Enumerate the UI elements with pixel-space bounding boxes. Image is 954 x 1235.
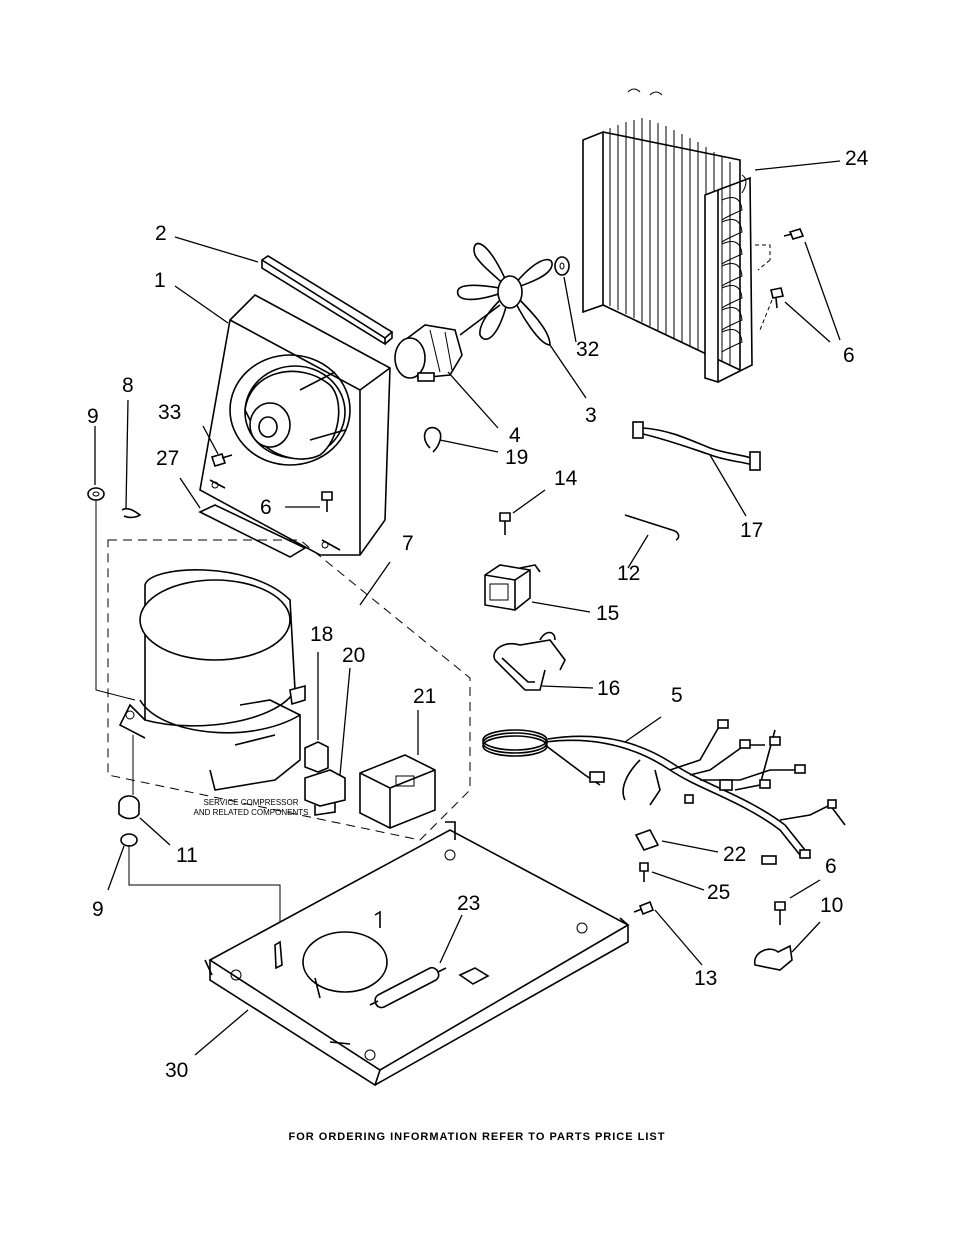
callout-20: 20 — [342, 644, 365, 667]
filter-drier — [369, 966, 447, 1009]
cable-clamp-10 — [753, 944, 793, 971]
callout-33: 33 — [158, 401, 181, 424]
footer-note: FOR ORDERING INFORMATION REFER TO PARTS … — [288, 1131, 666, 1143]
fan-motor — [394, 304, 501, 382]
callout-7: 7 — [402, 532, 414, 555]
callout-32: 32 — [576, 338, 599, 361]
screw-lower-right — [774, 901, 786, 925]
callout-6-condenser: 6 — [843, 344, 855, 367]
callout-6-shroud: 6 — [260, 496, 272, 519]
grommet-lower — [120, 833, 138, 847]
screw-25 — [639, 862, 649, 882]
leader-lines — [94, 160, 841, 1056]
callout-9-lower: 9 — [92, 898, 104, 921]
fan-blade — [456, 242, 553, 346]
wire-clip — [423, 426, 442, 453]
callout-14: 14 — [554, 467, 578, 490]
callout-24: 24 — [845, 147, 869, 170]
callout-15: 15 — [596, 602, 619, 625]
plate-27 — [198, 504, 307, 558]
base-pan — [204, 821, 630, 1087]
tubing-12 — [624, 514, 680, 541]
condenser — [582, 88, 773, 384]
start-relay — [304, 769, 346, 816]
clip-pin-8 — [121, 507, 142, 519]
callout-2: 2 — [155, 222, 167, 245]
callout-17: 17 — [740, 519, 763, 542]
callout-8: 8 — [122, 374, 134, 397]
washer-32 — [554, 256, 570, 276]
clamp-22 — [634, 829, 660, 851]
callout-10: 10 — [820, 894, 843, 917]
service-note-line1: SERVICE COMPRESSOR — [204, 798, 299, 807]
screw-shroud — [321, 491, 333, 512]
screw-condenser-upper — [783, 228, 805, 240]
callout-18: 18 — [310, 623, 333, 646]
service-note-line2: AND RELATED COMPONENTS — [194, 808, 309, 817]
grommet-upper — [87, 487, 105, 501]
alignment-lines — [95, 500, 281, 940]
callout-12: 12 — [617, 562, 640, 585]
screw-13 — [633, 900, 655, 916]
callout-13: 13 — [694, 967, 717, 990]
callout-27: 27 — [156, 447, 179, 470]
callout-16: 16 — [597, 677, 620, 700]
callout-6-lower-right: 6 — [825, 855, 837, 878]
screw-33 — [210, 453, 233, 467]
callout-19: 19 — [505, 446, 528, 469]
callout-4: 4 — [509, 424, 521, 447]
bracket-16 — [493, 631, 566, 691]
compressor — [118, 569, 306, 791]
callout-5: 5 — [671, 684, 683, 707]
main-wire-harness — [482, 719, 846, 865]
screw-condenser-lower — [770, 287, 784, 309]
mounting-grommet-11 — [118, 795, 140, 820]
screw-14 — [499, 512, 511, 535]
fan-shroud — [199, 294, 391, 556]
gasket-strip — [260, 255, 394, 346]
callout-25: 25 — [707, 881, 730, 904]
callout-22: 22 — [723, 843, 746, 866]
wire-harness-17 — [632, 421, 761, 471]
callout-numbers: 2 1 8 9 33 27 6 7 18 20 21 11 9 30 23 13… — [87, 147, 869, 1082]
solenoid-coil — [484, 564, 541, 611]
overload-18 — [304, 741, 329, 773]
run-capacitor-box — [359, 754, 436, 829]
callout-21: 21 — [413, 685, 436, 708]
callout-1: 1 — [154, 269, 166, 292]
callout-30: 30 — [165, 1059, 188, 1082]
callout-11: 11 — [176, 844, 198, 867]
callout-3: 3 — [585, 404, 597, 427]
callout-23: 23 — [457, 892, 480, 915]
callout-9-upper: 9 — [87, 405, 99, 428]
